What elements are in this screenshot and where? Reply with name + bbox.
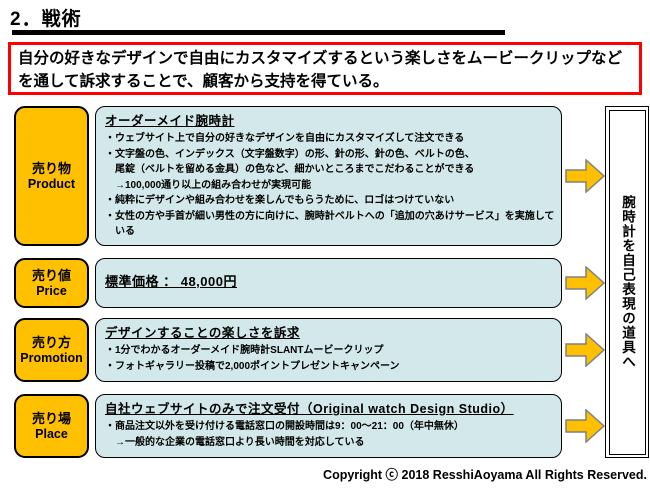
row-product: 売り物 Product オーダーメイド腕時計 ・ウェブサイト上で自分の好きなデザ… (0, 106, 650, 246)
key-message-box: 自分の好きなデザインで自由にカスタマイズするという楽しさをムービークリップなど … (8, 42, 642, 95)
key-message-text: 自分の好きなデザインで自由にカスタマイズするという楽しさをムービークリップなど … (18, 50, 623, 90)
content-body: ・商品注文以外を受け付ける電話窓口の開設時間は9：00～21：00（年中無休） … (105, 421, 464, 448)
right-arrow-icon (565, 333, 605, 367)
content-box-price: 標準価格 ： 48,000円 (95, 258, 562, 308)
content-title: デザインすることの楽しさを訴求 (105, 326, 300, 340)
label-en: Product (27, 176, 76, 191)
label-en: Price (36, 283, 67, 298)
label-ja: 売り場 (31, 410, 71, 426)
label-box-place: 売り場 Place (14, 394, 89, 458)
right-arrow-icon (565, 159, 605, 193)
goal-box: 腕時計を自己表現の道具へ (605, 106, 649, 458)
label-ja: 売り方 (31, 334, 71, 350)
label-box-product: 売り物 Product (14, 106, 89, 246)
content-box-place: 自社ウェブサイトのみで注文受付（Original watch Design St… (95, 394, 562, 458)
label-ja: 売り物 (31, 160, 71, 176)
label-ja: 売り値 (31, 267, 71, 283)
label-en: Place (35, 426, 68, 441)
row-price: 売り値 Price 標準価格 ： 48,000円 (0, 258, 650, 308)
label-en: Promotion (20, 350, 83, 365)
right-arrow-icon (565, 409, 605, 443)
copyright: Copyright ⓒ 2018 ResshiAoyama All Rights… (323, 468, 647, 482)
goal-box-inner: 腕時計を自己表現の道具へ (608, 109, 646, 455)
content-title: 自社ウェブサイトのみで注文受付（Original watch Design St… (105, 402, 514, 416)
label-box-price: 売り値 Price (14, 258, 89, 308)
goal-text: 腕時計を自己表現の道具へ (620, 195, 635, 369)
content-box-product: オーダーメイド腕時計 ・ウェブサイト上で自分の好きなデザインを自由にカスタマイズ… (95, 106, 562, 246)
content-body: ・1分でわかるオーダーメイド腕時計SLANTムービークリップ ・フォトギャラリー… (105, 345, 400, 372)
row-place: 売り場 Place 自社ウェブサイトのみで注文受付（Original watch… (0, 394, 650, 458)
right-arrow-icon (565, 266, 605, 300)
page-title: 2．戦術 (10, 9, 82, 30)
content-title: 標準価格 ： 48,000円 (105, 273, 237, 289)
label-box-promotion: 売り方 Promotion (14, 318, 89, 382)
row-promotion: 売り方 Promotion デザインすることの楽しさを訴求 ・1分でわかるオーダ… (0, 318, 650, 382)
content-box-promotion: デザインすることの楽しさを訴求 ・1分でわかるオーダーメイド腕時計SLANTムー… (95, 318, 562, 382)
title-underline (12, 30, 505, 35)
content-title: オーダーメイド腕時計 (105, 114, 235, 128)
content-body: ・ウェブサイト上で自分の好きなデザインを自由にカスタマイズして注文できる ・文字… (105, 133, 555, 237)
